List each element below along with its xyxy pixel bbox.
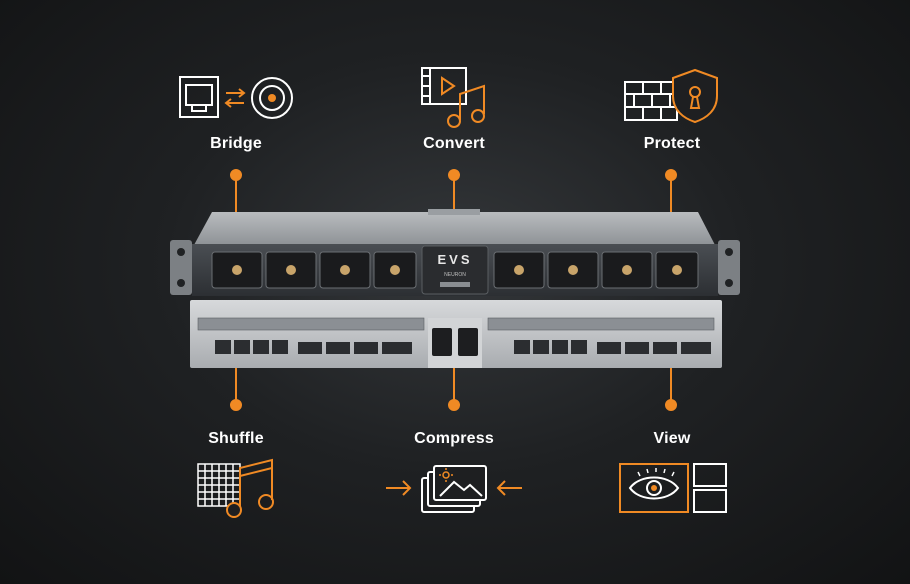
connector-dot-convert [448, 169, 460, 181]
power-inlet-left [432, 328, 452, 356]
device-top-panel [194, 212, 715, 245]
rack-ear-right [718, 240, 740, 295]
grid-audio-shuffle-icon [197, 458, 274, 518]
connector-dot-compress [448, 399, 460, 411]
bnc-connectors-left [197, 317, 425, 331]
device-model: NEURON [444, 272, 466, 278]
connector-dot-shuffle [230, 399, 242, 411]
bnc-connectors-right [487, 317, 715, 331]
ethernet-bnc-bridge-icon [179, 76, 293, 119]
feature-label-convert: Convert [423, 135, 485, 152]
firewall-shield-icon [624, 68, 718, 124]
connector-dot-bridge [230, 169, 242, 181]
network-ports-left [215, 340, 412, 354]
multiviewer-eye-icon [619, 463, 727, 513]
feature-label-shuffle: Shuffle [208, 430, 264, 447]
connector-dot-view [665, 399, 677, 411]
device-brand: EVS [437, 252, 472, 267]
device-logo-plate [421, 245, 489, 295]
fans-left [211, 251, 417, 289]
video-audio-convert-icon [421, 67, 485, 128]
feature-label-protect: Protect [643, 135, 701, 152]
network-ports-right [514, 340, 711, 354]
feature-label-bridge: Bridge [210, 135, 262, 152]
connector-dot-protect [665, 169, 677, 181]
fans-right [493, 251, 699, 289]
feature-label-compress: Compress [414, 430, 494, 447]
power-inlet-right [458, 328, 478, 356]
image-stack-compress-icon [386, 465, 522, 513]
feature-label-view: View [653, 430, 691, 447]
rack-ear-left [170, 240, 192, 295]
